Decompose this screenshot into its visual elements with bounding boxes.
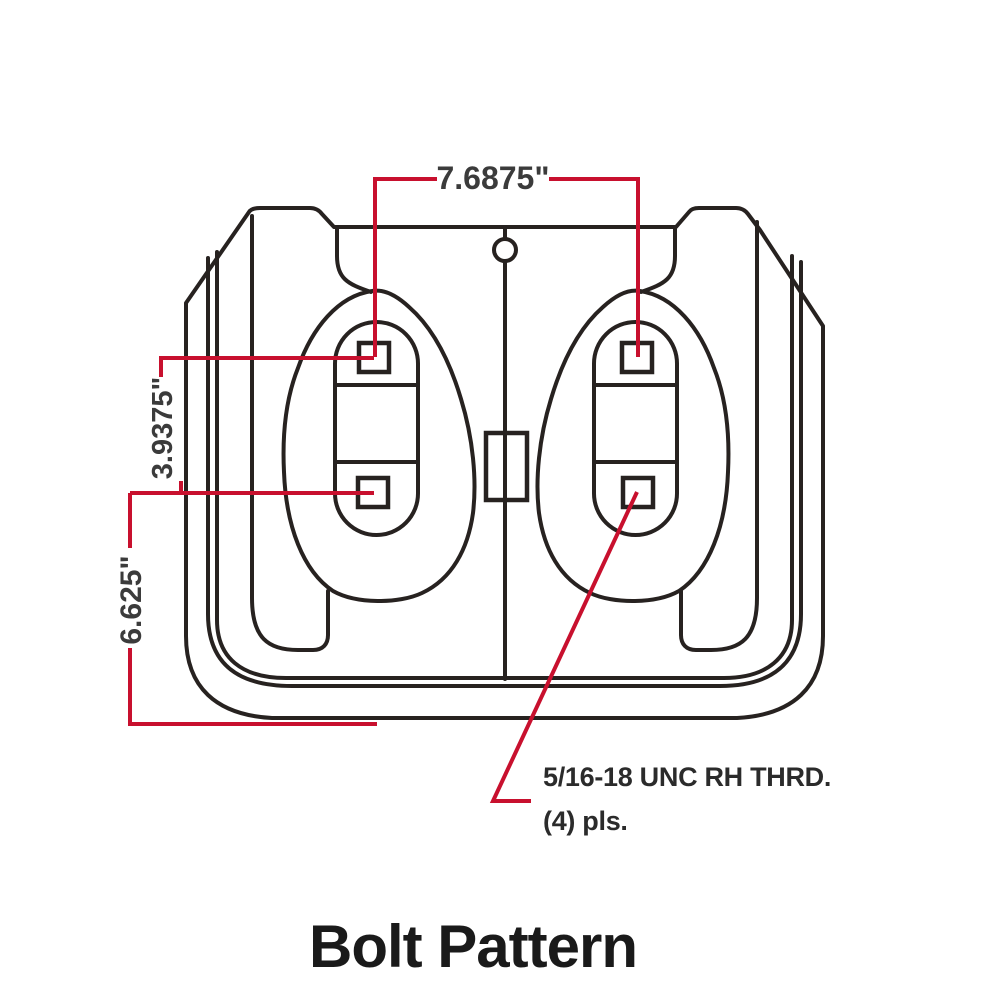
thread-callout-line1: 5/16-18 UNC RH THRD. xyxy=(543,762,831,792)
right-mount-pod xyxy=(535,288,731,603)
center-slot xyxy=(483,430,530,503)
thread-callout-line2: (4) pls. xyxy=(543,806,628,836)
bolt-hole-lower-right xyxy=(620,475,656,510)
mount-capsule-right xyxy=(592,320,679,537)
pod-outline-right xyxy=(535,288,731,603)
backrest-tongue-right xyxy=(639,225,677,294)
seat-inner-contour-outer xyxy=(206,256,803,688)
dim-overall-label: 6.625" xyxy=(115,555,148,644)
dim-width-line-left xyxy=(373,177,437,357)
diagram-title: Bolt Pattern xyxy=(309,913,637,980)
backrest-tongue-left xyxy=(335,225,373,294)
dim-depth-line-upper xyxy=(159,356,374,377)
seat-inner-ridge-right xyxy=(679,220,759,652)
dim-overall-line-lower xyxy=(128,648,377,726)
centerline-group xyxy=(483,225,530,681)
pod-outline-left xyxy=(281,288,477,603)
thread-leader-line xyxy=(489,491,639,803)
left-mount-pod xyxy=(281,288,477,603)
dim-depth-label: 3.9375" xyxy=(147,377,179,479)
seat-inner-ridge-left xyxy=(250,214,330,652)
seat-outer-silhouette xyxy=(184,206,825,720)
dim-width-label: 7.6875" xyxy=(436,160,549,196)
dim-width-line-right xyxy=(549,177,640,357)
centerline-hole xyxy=(492,237,518,263)
dimension-lines xyxy=(128,177,640,803)
